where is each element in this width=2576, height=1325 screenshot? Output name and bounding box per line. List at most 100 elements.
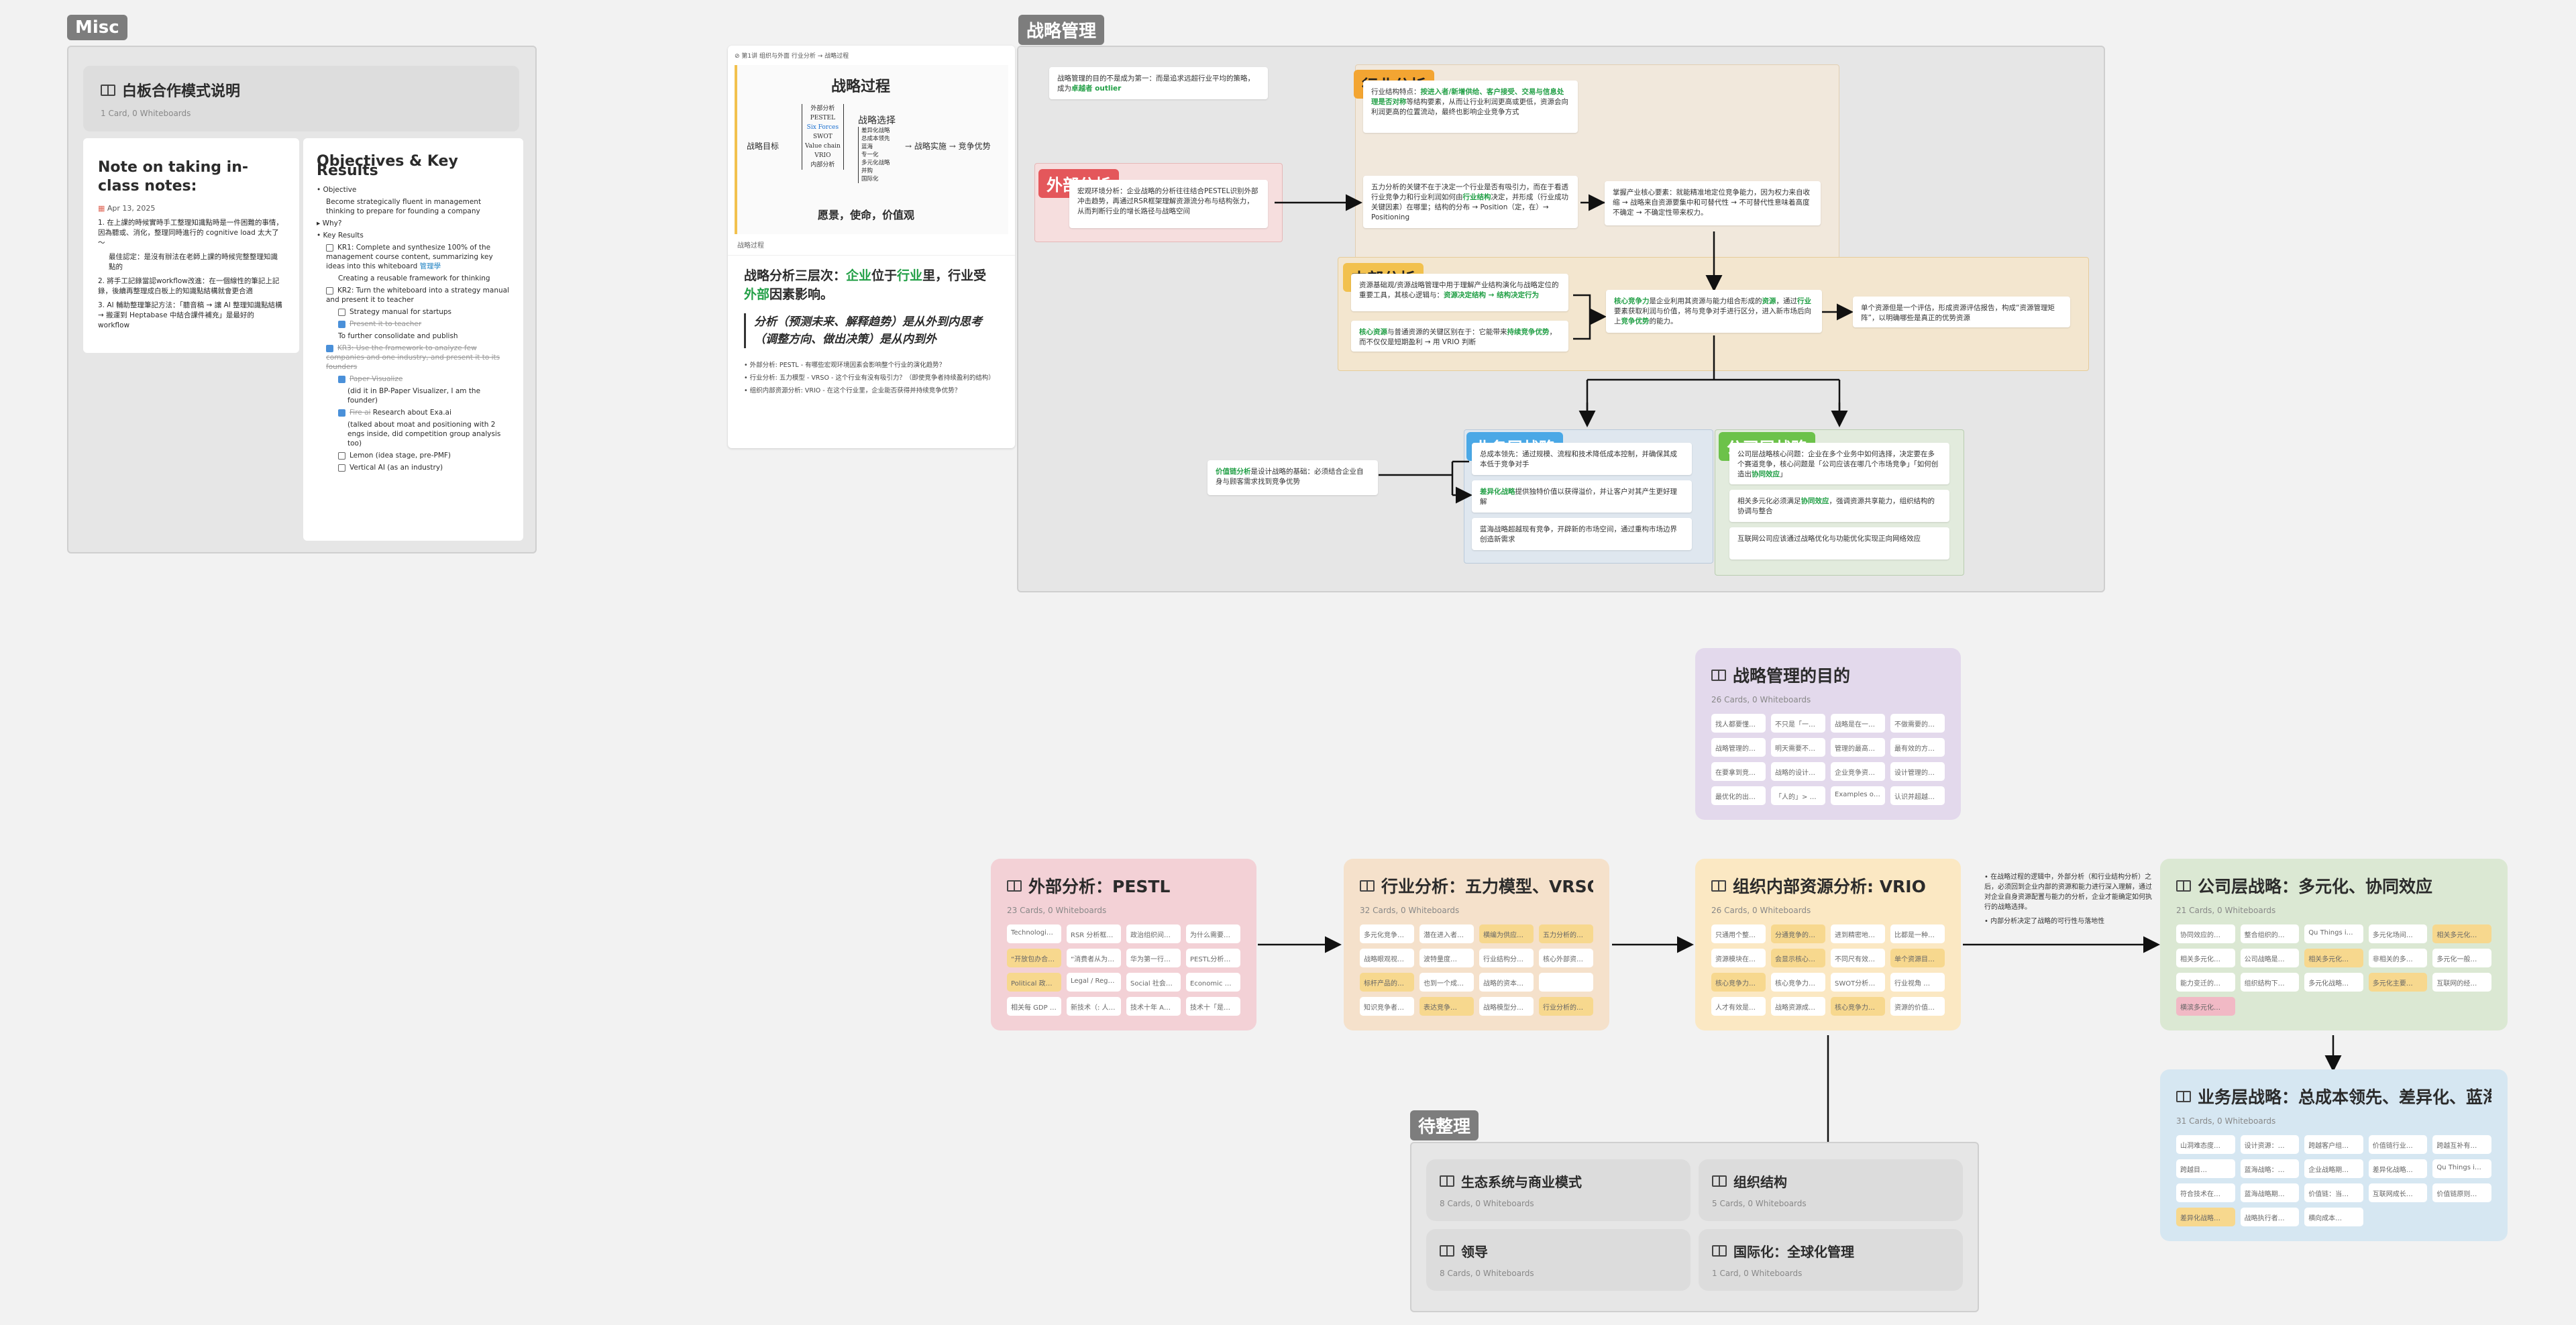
external-card[interactable]: 宏观环境分析：企业战略的分析往往结合PESTEL识别外部冲击趋势，再通过RSR框… (1069, 180, 1268, 228)
card-chip[interactable]: 「人的」> Win… (1771, 786, 1825, 805)
five-forces-card[interactable]: 五力分析的关键不在于决定一个行业是否有吸引力，而在于看透行业竞争力和行业利润如何… (1363, 176, 1578, 228)
card-chip[interactable]: 进到精密地… (1831, 924, 1885, 943)
card-chip[interactable]: 非相关的多… (2368, 949, 2428, 967)
card-chip[interactable]: 互联网的经… (2432, 973, 2491, 992)
card-chip[interactable]: 核心竞争力… (1771, 973, 1825, 992)
card-chip[interactable]: 人才有效是… (1711, 997, 1766, 1016)
card-chip[interactable]: Examples of… (1831, 786, 1885, 805)
card-chip[interactable]: 找人都要懂… (1711, 714, 1766, 733)
card-chip[interactable]: Qu Things i… (2432, 1159, 2491, 1178)
card-chip[interactable]: 设计管理的… (1890, 762, 1945, 781)
okr-kr4[interactable]: Lemon (idea stage, pre-PMF) (317, 451, 510, 460)
card-chip[interactable]: 不同尺有效… (1831, 949, 1885, 967)
card-chip[interactable]: 明天需要不… (1771, 738, 1825, 757)
card-chip[interactable]: Technologi… (1007, 924, 1061, 943)
card-chip[interactable]: 差异化战略… (2368, 1159, 2428, 1178)
key-success-card[interactable]: 掌握产业核心要素：就能精准地定位竞争能力，因为权力来自收缩 → 战略来自资源要集… (1605, 181, 1821, 225)
card-chip[interactable]: 相关多元化… (2432, 924, 2491, 943)
card-chip[interactable]: 横向成本… (2304, 1208, 2363, 1226)
checkbox-checked[interactable] (338, 375, 345, 383)
corp-card-related[interactable]: 相关多元化必须满足协同效应，强调资源共享能力，组织结构的协调与整合 (1729, 490, 1949, 522)
card-chip[interactable]: 战略的设计… (1771, 762, 1825, 781)
card-chip[interactable]: 核心外部资… (1539, 949, 1593, 967)
card-chip[interactable]: 表达竞争… (1419, 997, 1474, 1016)
card-chip[interactable]: 核心竞争力… (1831, 997, 1885, 1016)
card-chip[interactable]: 华为第一行… (1126, 949, 1181, 967)
card-chip[interactable] (1539, 973, 1593, 992)
card-chip[interactable]: 核心竞争力… (1711, 973, 1766, 992)
deck-pestl[interactable]: 外部分析：PESTL 23 Cards, 0 Whiteboards Techn… (991, 859, 1256, 1030)
card-chip[interactable]: 不做需要的… (1890, 714, 1945, 733)
deck-ecosystem[interactable]: 生态系统与商业模式 8 Cards, 0 Whiteboards (1426, 1159, 1690, 1221)
okr-kr3-a[interactable]: Paper Visualize (317, 374, 510, 384)
card-chip[interactable]: 资源的价值… (1890, 997, 1945, 1016)
card-chip[interactable]: 分通竞争的… (1771, 924, 1825, 943)
value-chain-card[interactable]: 价值链分析是设计战略的基础：必须结合企业自身与顾客需求找到竞争优势 (1208, 460, 1378, 495)
card-chip[interactable]: 企业战略期… (2304, 1159, 2363, 1178)
card-chip[interactable]: 战略资源成… (1771, 997, 1825, 1016)
card-chip[interactable]: 技术十年 A… (1126, 997, 1181, 1016)
corp-card-internet[interactable]: 互联网公司应该通过战略优化与功能优化实现正向网络效应 (1729, 527, 1949, 560)
internal-card-b[interactable]: 核心资源与普通资源的关键区别在于：它能带来持续竞争优势，而不仅仅是短期盈利 → … (1351, 321, 1568, 352)
core-competence-card[interactable]: 核心竞争力是企业利用其资源与能力组合形成的资源，通过行业要素获取利润与价值，将与… (1606, 290, 1822, 333)
card-chip[interactable]: 山洞难态度… (2176, 1135, 2235, 1154)
card-chip[interactable]: 波特量度… (1419, 949, 1474, 967)
card-chip[interactable]: Economic 经… (1186, 973, 1240, 992)
checkbox-checked[interactable] (326, 344, 333, 352)
card-chip[interactable]: 蓝海战略：… (2240, 1159, 2300, 1178)
card-chip[interactable]: 多元化战略… (2304, 973, 2363, 992)
card-chip[interactable]: 整合组织的… (2240, 924, 2300, 943)
checkbox[interactable] (326, 286, 333, 295)
card-chip[interactable]: 战略模型分… (1479, 997, 1534, 1016)
okr-kr2-b[interactable]: Present it to teacher (317, 319, 510, 329)
card-chip[interactable]: 战略执行者… (2240, 1208, 2300, 1226)
card-chip[interactable]: PESTL分析… (1186, 949, 1240, 967)
industry-card[interactable]: 行业结构特点：按进入者/新增供给、客户接受、交易与信息处理是否对称等结构要素，从… (1363, 81, 1578, 133)
card-chip[interactable]: 战略管理的… (1711, 738, 1766, 757)
biz-card-cost[interactable]: 总成本领先：通过规模、流程和技术降低成本控制，并确保其成本低于竞争对手 (1472, 443, 1692, 475)
card-chip[interactable]: 管理的最高… (1831, 738, 1885, 757)
okr-kr2[interactable]: KR2: Turn the whiteboard into a strategy… (326, 286, 509, 304)
card-chip[interactable]: 战略的资本… (1479, 973, 1534, 992)
card-chip[interactable]: SWOT分析… (1831, 973, 1885, 992)
card-chip[interactable]: 协同效应的… (2176, 924, 2235, 943)
single-resource-card[interactable]: 单个资源但是一个评估，形成资源评估报告，构成“资源管理矩阵”，以明确哪些是真正的… (1853, 297, 2070, 327)
biz-card-blue[interactable]: 蓝海战略超越现有竞争，开辟新的市场空间，通过重构市场边界创造新需求 (1472, 518, 1692, 550)
checkbox[interactable] (338, 464, 345, 472)
deck-corporate[interactable]: 公司层战略：多元化、协同效应 21 Cards, 0 Whiteboards 协… (2160, 859, 2508, 1030)
frame-label-strategy[interactable]: 战略管理 (1018, 15, 1105, 45)
card-note[interactable]: Note on taking in-class notes: ▦ Apr 13,… (83, 138, 299, 353)
card-chip[interactable]: 蓝海战略期… (2240, 1183, 2300, 1202)
card-chip[interactable]: 会显示核心… (1771, 949, 1825, 967)
okr-why[interactable]: ▸ Why? (317, 219, 342, 227)
deck-leadership[interactable]: 领导 8 Cards, 0 Whiteboards (1426, 1229, 1690, 1291)
card-chip[interactable]: 公司战略是… (2240, 949, 2300, 967)
corp-card-core[interactable]: 公司层战略核心问题：企业在多个业务中如何选择，决定要在多个赛道竞争，核心问题是「… (1729, 443, 1949, 484)
card-chip[interactable]: 多元化竞争… (1360, 924, 1414, 943)
card-chip[interactable]: Social 社会… (1126, 973, 1181, 992)
deck-vrso[interactable]: 行业分析：五力模型、VRSO 32 Cards, 0 Whiteboards 多… (1344, 859, 1609, 1030)
deck-internationalization[interactable]: 国际化：全球化管理 1 Card, 0 Whiteboards (1699, 1229, 1963, 1291)
card-chip[interactable]: 多元化场间… (2368, 924, 2428, 943)
checkbox-checked[interactable] (338, 409, 345, 417)
card-chip[interactable]: 不只是「一起… (1771, 714, 1825, 733)
card-chip[interactable]: 企业竞争资… (1831, 762, 1885, 781)
card-chip[interactable]: 行业分析的… (1539, 997, 1593, 1016)
card-chip[interactable]: 设计资源：… (2240, 1135, 2300, 1154)
card-okr[interactable]: Objectives & Key Results • Objective Bec… (303, 138, 523, 541)
internal-card-a[interactable]: 资源基础观/资源战略管理中用于理解产业结构演化与战略定位的重要工具，其核心逻辑与… (1351, 274, 1568, 311)
okr-kr3[interactable]: KR3: Use the framework to analyze few co… (326, 344, 500, 371)
checkbox[interactable] (338, 308, 345, 316)
okr-kr1[interactable]: KR1: Complete and synthesize 100% of the… (326, 244, 493, 270)
card-chip[interactable]: 组织结构下… (2240, 973, 2300, 992)
deck-purpose[interactable]: 战略管理的目的 26 Cards, 0 Whiteboards 找人都要懂…不只… (1695, 648, 1961, 820)
card-chip[interactable]: 新技术（: 人… (1067, 997, 1121, 1016)
card-chip[interactable]: 战略眼观视… (1360, 949, 1414, 967)
card-chip[interactable]: Legal / Regu… (1067, 973, 1121, 992)
card-chip[interactable]: 五力分析的… (1539, 924, 1593, 943)
card-chip[interactable]: 资源模块在… (1711, 949, 1766, 967)
checkbox-checked[interactable] (338, 320, 345, 328)
card-chip[interactable]: 符合技术在… (2176, 1183, 2235, 1202)
okr-kr5[interactable]: Vertical AI (as an industry) (317, 463, 510, 472)
